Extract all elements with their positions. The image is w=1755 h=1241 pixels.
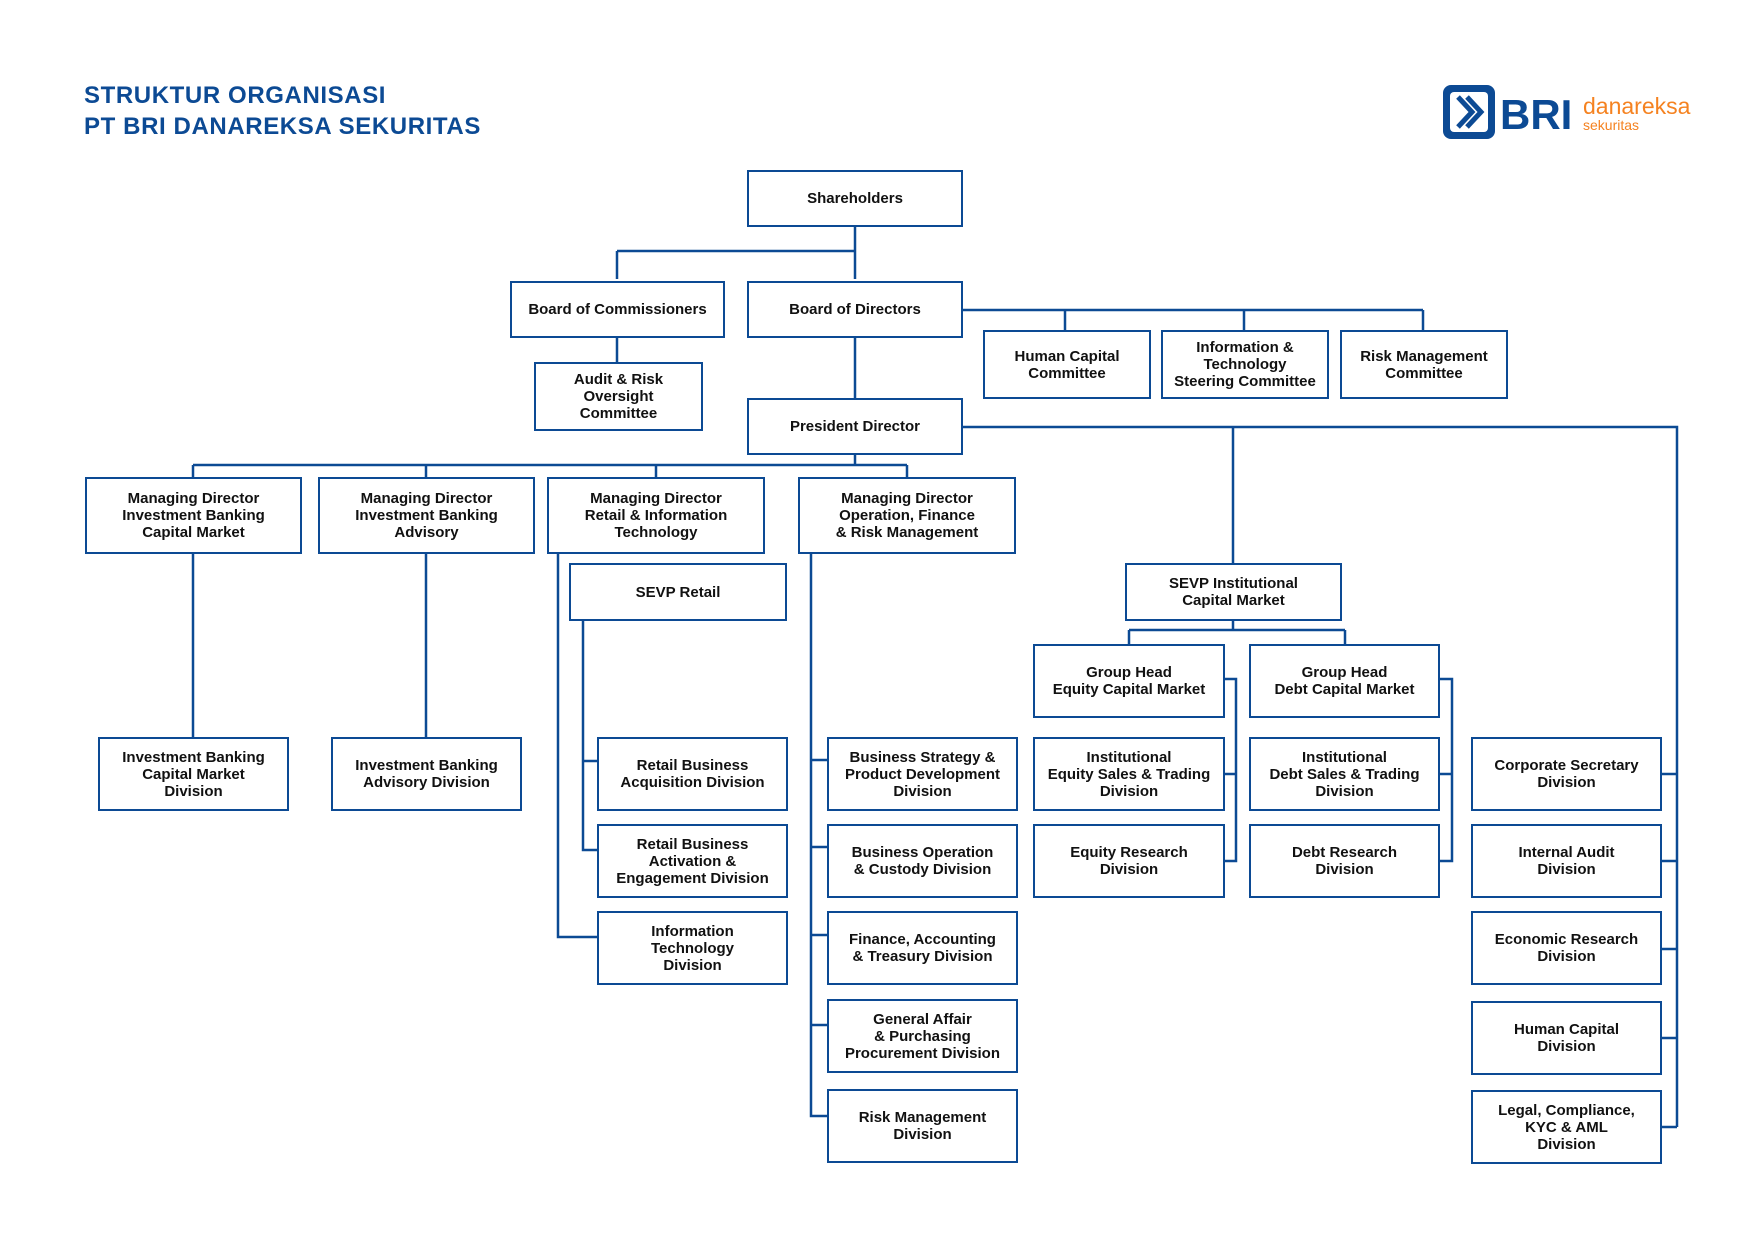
logo-brand-text: BRI: [1500, 91, 1572, 138]
title-line-2: PT BRI DANAREKSA SEKURITAS: [84, 113, 481, 140]
logo-sub1-text: danareksa: [1583, 93, 1691, 119]
division-legal-compliance: Legal, Compliance, KYC & AML Division: [1471, 1090, 1662, 1164]
group-head-dcm-box: Group Head Debt Capital Market: [1249, 644, 1440, 718]
division-business-strategy: Business Strategy & Product Development …: [827, 737, 1018, 811]
division-debt-research: Debt Research Division: [1249, 824, 1440, 898]
division-retail-activation: Retail Business Activation & Engagement …: [597, 824, 788, 898]
bri-danareksa-logo: BRI danareksa sekuritas: [1442, 83, 1692, 141]
human-capital-committee-box: Human Capital Committee: [983, 330, 1151, 399]
sevp-institutional-capital-market-box: SEVP Institutional Capital Market: [1125, 563, 1342, 621]
division-internal-audit: Internal Audit Division: [1471, 824, 1662, 898]
division-finance-accounting: Finance, Accounting & Treasury Division: [827, 911, 1018, 985]
shareholders-box: Shareholders: [747, 170, 963, 227]
risk-management-committee-box: Risk Management Committee: [1340, 330, 1508, 399]
md-operation-finance-risk-box: Managing Director Operation, Finance & R…: [798, 477, 1016, 554]
bri-logo-icon: BRI danareksa sekuritas: [1443, 85, 1691, 139]
division-ib-advisory: Investment Banking Advisory Division: [331, 737, 522, 811]
division-general-affair: General Affair & Purchasing Procurement …: [827, 999, 1018, 1073]
md-ib-advisory-box: Managing Director Investment Banking Adv…: [318, 477, 535, 554]
division-risk-management: Risk Management Division: [827, 1089, 1018, 1163]
division-ib-capital-market: Investment Banking Capital Market Divisi…: [98, 737, 289, 811]
md-retail-it-box: Managing Director Retail & Information T…: [547, 477, 765, 554]
logo-sub2-text: sekuritas: [1583, 117, 1639, 133]
president-director-box: President Director: [747, 398, 963, 455]
page-title: STRUKTUR ORGANISASI PT BRI DANAREKSA SEK…: [84, 80, 481, 142]
division-retail-acquisition: Retail Business Acquisition Division: [597, 737, 788, 811]
sevp-retail-box: SEVP Retail: [569, 563, 787, 621]
md-ib-capital-market-box: Managing Director Investment Banking Cap…: [85, 477, 302, 554]
division-human-capital: Human Capital Division: [1471, 1001, 1662, 1075]
audit-risk-committee-box: Audit & Risk Oversight Committee: [534, 362, 703, 431]
title-line-1: STRUKTUR ORGANISASI: [84, 82, 387, 109]
division-equity-sales-trading: Institutional Equity Sales & Trading Div…: [1033, 737, 1225, 811]
division-information-technology: Information Technology Division: [597, 911, 788, 985]
division-business-operation: Business Operation & Custody Division: [827, 824, 1018, 898]
board-of-commissioners-box: Board of Commissioners: [510, 281, 725, 338]
division-corporate-secretary: Corporate Secretary Division: [1471, 737, 1662, 811]
division-economic-research: Economic Research Division: [1471, 911, 1662, 985]
group-head-ecm-box: Group Head Equity Capital Market: [1033, 644, 1225, 718]
board-of-directors-box: Board of Directors: [747, 281, 963, 338]
division-debt-sales-trading: Institutional Debt Sales & Trading Divis…: [1249, 737, 1440, 811]
it-steering-committee-box: Information & Technology Steering Commit…: [1161, 330, 1329, 399]
division-equity-research: Equity Research Division: [1033, 824, 1225, 898]
